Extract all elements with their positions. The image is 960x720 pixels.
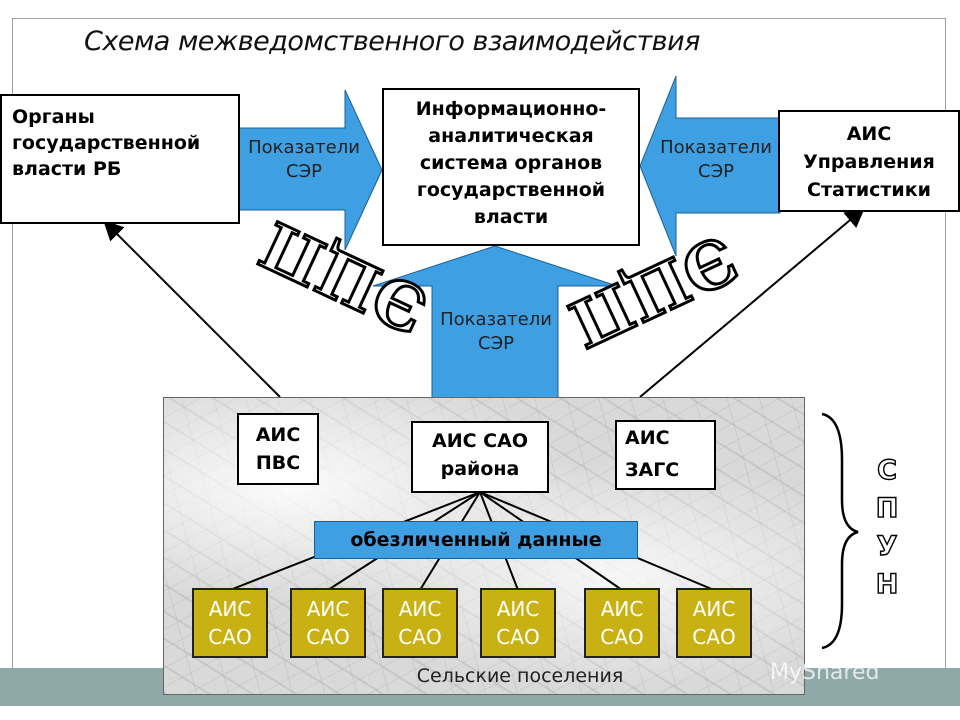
ais-stats-box: АИС Управления Статистики (778, 110, 960, 212)
ais-sao-box-6: АИС САО (676, 588, 752, 658)
ais-sao-box-1: АИС САО (192, 588, 268, 658)
ais-sao-box-5: АИС САО (584, 588, 660, 658)
left-block-arrow (237, 89, 383, 251)
spun-letter: У (876, 530, 898, 562)
spun-letter: П (875, 492, 899, 524)
ais-sao-district-box: АИС САО района (411, 421, 549, 493)
info-system-box: Информационно- аналитическая система орг… (382, 88, 640, 246)
ais-zags-box: АИС ЗАГС (615, 420, 716, 490)
ais-sao-box-2: АИС САО (290, 588, 366, 658)
arrow-label-left: Показатели СЭР (248, 137, 360, 182)
anonymized-data-bar: обезличенный данные (314, 521, 638, 559)
arrow-label-right: Показатели СЭР (660, 137, 772, 182)
spun-letter: С (876, 454, 897, 486)
arrow-to-gov-bodies (103, 220, 281, 398)
right-block-arrow (639, 75, 781, 257)
spun-brace (821, 412, 859, 650)
ais-sao-box-3: АИС САО (382, 588, 458, 658)
gov-bodies-box: Органы государственной власти РБ (0, 94, 240, 224)
spun-label: С П У Н (872, 452, 902, 604)
rural-settlements-label: Сельские поселения (416, 665, 624, 687)
ais-pvs-box: АИС ПВС (237, 413, 319, 485)
spun-letter: Н (875, 568, 899, 600)
arrow-to-ais-stats (639, 207, 866, 398)
center-block-arrow (372, 245, 618, 399)
arrow-label-center: Показатели СЭР (440, 309, 552, 354)
ais-sao-box-4: АИС САО (480, 588, 556, 658)
watermark: MyShared (770, 660, 880, 685)
page-title: Схема межведомственного взаимодействия (84, 26, 700, 57)
